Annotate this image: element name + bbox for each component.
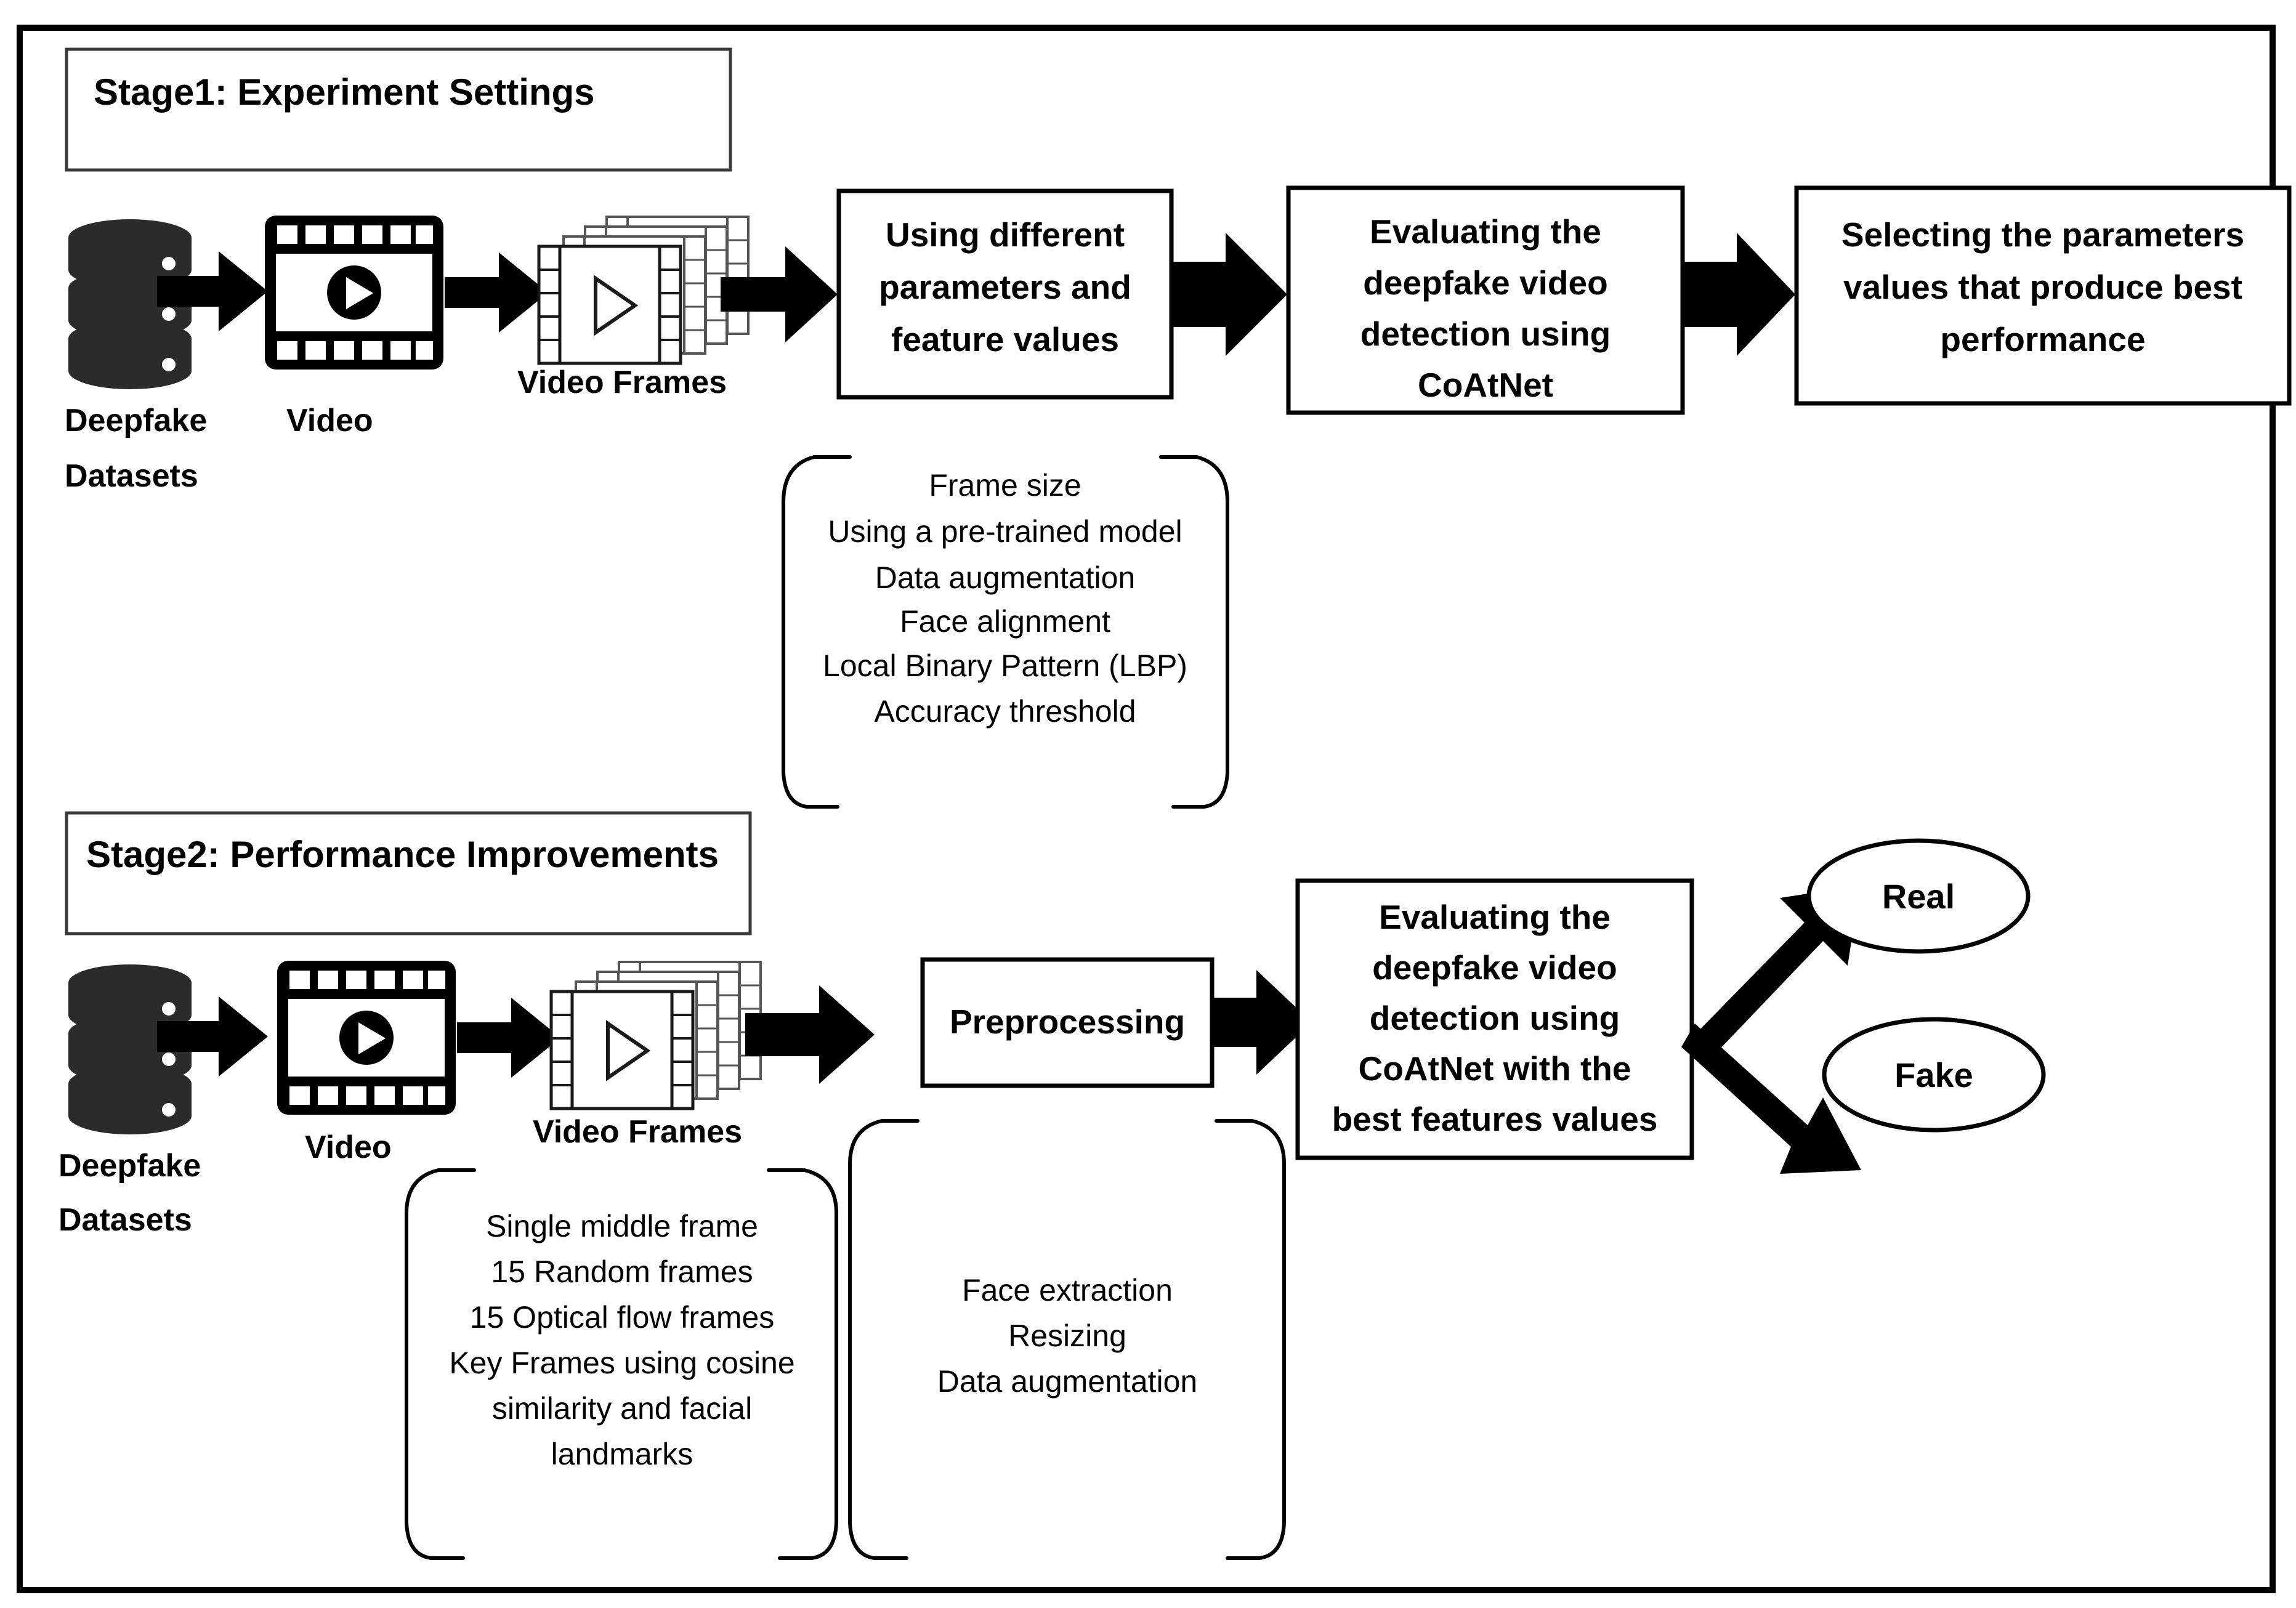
stage2-preprocessing-brace-item-1: Resizing bbox=[1008, 1319, 1126, 1353]
stage1-using-different-parameters-box bbox=[836, 188, 1174, 400]
stage2-evaluating-coatnet-best-features-box bbox=[1295, 878, 1694, 1160]
real-outcome-label: Real bbox=[1882, 877, 1955, 916]
stage2-preprocessing-label: Preprocessing bbox=[950, 1003, 1185, 1041]
arrow-video-to-frames-stage1 bbox=[445, 253, 548, 333]
stage1-box2-line1: Evaluating the bbox=[1370, 212, 1601, 251]
arrow-to-real-outcome bbox=[1695, 886, 1860, 1051]
stage2-frames-brace-item-2: 15 Optical flow frames bbox=[470, 1300, 775, 1335]
arrow-to-fake-outcome bbox=[1681, 1024, 1861, 1174]
stage1-brace-item-1: Using a pre-trained model bbox=[828, 514, 1182, 549]
stage1-box3-line2: values that produce best bbox=[1843, 268, 2242, 306]
stage1-parameters-brace bbox=[782, 455, 1229, 809]
stage2-header-box bbox=[65, 811, 752, 935]
stage1-video-frames-stack-icon bbox=[539, 216, 750, 363]
fake-outcome-ellipse bbox=[1822, 1017, 2046, 1133]
stage1-box1-line2: parameters and bbox=[879, 268, 1131, 306]
stage1-brace-item-4: Local Binary Pattern (LBP) bbox=[823, 648, 1187, 683]
arrow-box2-to-box3-stage1 bbox=[1684, 233, 1795, 356]
stage1-database-label-line2: Datasets bbox=[65, 458, 198, 494]
stage2-frames-brace-item-3: Key Frames using cosine bbox=[449, 1346, 794, 1380]
stage1-evaluating-coatnet-box bbox=[1286, 185, 1685, 415]
stage1-video-frames-label: Video Frames bbox=[517, 365, 727, 400]
stage2-video-label: Video bbox=[305, 1129, 392, 1165]
stage1-brace-item-3: Face alignment bbox=[900, 604, 1110, 639]
stage2-eval-line4: CoAtNet with the bbox=[1358, 1049, 1631, 1088]
stage2-eval-line2: deepfake video bbox=[1372, 948, 1617, 987]
stage1-box1-line3: feature values bbox=[891, 320, 1119, 358]
stage1-video-label: Video bbox=[286, 403, 373, 438]
arrow-frames-to-box1-stage1 bbox=[721, 246, 838, 342]
stage2-video-film-icon bbox=[277, 961, 456, 1115]
stage1-box2-line4: CoAtNet bbox=[1418, 366, 1553, 404]
stage1-box1-line1: Using different bbox=[886, 216, 1125, 254]
stage1-header-label: Stage1: Experiment Settings bbox=[94, 71, 595, 113]
arrow-db-to-video-stage2 bbox=[157, 996, 268, 1077]
fake-outcome-label: Fake bbox=[1894, 1056, 1973, 1094]
stage2-database-label-line1: Deepfake bbox=[59, 1148, 201, 1184]
stage1-brace-item-0: Frame size bbox=[929, 468, 1081, 503]
stage1-header-box bbox=[65, 47, 732, 172]
stage2-frames-brace-item-5: landmarks bbox=[551, 1437, 693, 1471]
stage2-preprocessing-box bbox=[920, 957, 1215, 1088]
stage2-video-frames-label: Video Frames bbox=[533, 1114, 742, 1150]
stage1-box3-line3: performance bbox=[1940, 320, 2145, 358]
stage2-preprocessing-brace-item-2: Data augmentation bbox=[937, 1364, 1198, 1399]
stage2-frames-brace-item-1: 15 Random frames bbox=[491, 1254, 753, 1289]
arrow-db-to-video-stage1 bbox=[157, 251, 268, 331]
stage1-database-label-line1: Deepfake bbox=[65, 403, 207, 438]
arrow-frames-to-preprocessing-stage2 bbox=[745, 985, 875, 1084]
arrow-preprocessing-to-evaluating-stage2 bbox=[1213, 970, 1312, 1075]
stage1-video-film-icon bbox=[265, 216, 443, 370]
arrow-video-to-frames-stage2 bbox=[457, 998, 560, 1078]
stage2-preprocessing-brace bbox=[848, 1119, 1286, 1560]
stage1-box3-line1: Selecting the parameters bbox=[1841, 216, 2244, 254]
figure-outer-border bbox=[17, 25, 2276, 1593]
stage2-database-label-line2: Datasets bbox=[59, 1202, 192, 1238]
stage2-header-label: Stage2: Performance Improvements bbox=[86, 834, 719, 875]
stage1-selecting-parameters-box bbox=[1794, 185, 2292, 406]
stage1-box2-line2: deepfake video bbox=[1363, 264, 1607, 302]
stage2-preprocessing-brace-item-0: Face extraction bbox=[962, 1273, 1173, 1307]
stage2-frames-brace bbox=[405, 1168, 838, 1560]
stage1-brace-item-5: Accuracy threshold bbox=[874, 694, 1136, 729]
stage2-frames-brace-item-4: similarity and facial bbox=[492, 1391, 752, 1426]
stage2-eval-line1: Evaluating the bbox=[1379, 898, 1611, 936]
stage2-video-frames-stack-icon bbox=[551, 961, 762, 1109]
stage1-box2-line3: detection using bbox=[1360, 315, 1611, 353]
stage2-eval-line5: best features values bbox=[1332, 1100, 1658, 1138]
stage2-eval-line3: detection using bbox=[1370, 999, 1620, 1037]
arrow-box1-to-box2-stage1 bbox=[1173, 233, 1287, 356]
stage2-frames-brace-item-0: Single middle frame bbox=[486, 1209, 758, 1243]
real-outcome-ellipse bbox=[1806, 838, 2031, 954]
stage1-brace-item-2: Data augmentation bbox=[875, 560, 1136, 595]
